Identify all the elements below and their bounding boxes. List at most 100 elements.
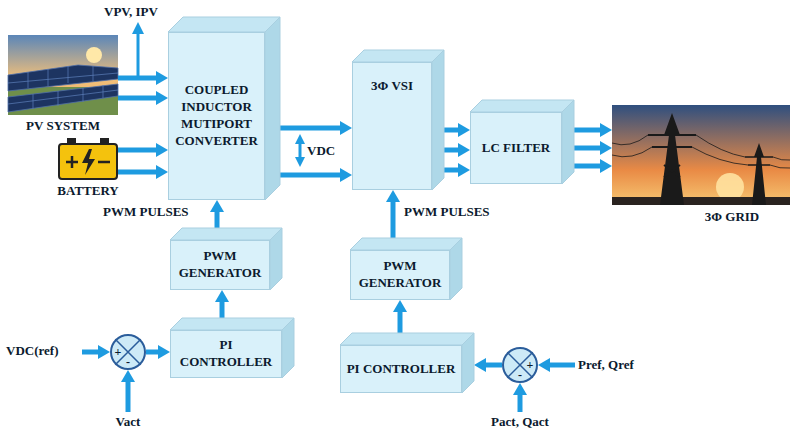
arrow-shaft — [118, 76, 157, 81]
caption-holder: BATTERY — [57, 183, 118, 200]
arrow-shaft — [398, 311, 403, 333]
picture-node: PV SYSTEM — [8, 35, 118, 115]
box-label: 3Φ VSI — [371, 78, 413, 95]
arrow-shaft — [118, 96, 157, 101]
battery-picture — [59, 138, 117, 179]
flow-arrow — [444, 163, 470, 177]
flow-arrow — [574, 159, 612, 173]
arrow-head — [156, 91, 168, 105]
measure-arrowhead — [132, 22, 144, 34]
arrow-shaft — [574, 128, 601, 133]
picture-node: 3Φ GRID — [612, 105, 790, 205]
feedback-arrowhead — [513, 383, 527, 395]
arrow-shaft — [280, 126, 341, 131]
process-box: PWM GENERATOR — [350, 238, 462, 300]
arrow-shaft — [146, 350, 159, 355]
box-text-area: LC FILTER — [470, 112, 562, 184]
arrow-head — [600, 159, 612, 173]
box-top-face — [168, 17, 280, 32]
pylon-arms — [648, 135, 696, 177]
arrow-head — [600, 123, 612, 137]
arrow-head — [210, 200, 224, 212]
signal-label: Pact, Qact — [491, 414, 549, 430]
flow-arrow — [386, 190, 400, 238]
flow-arrow — [118, 71, 168, 85]
arrow-head — [386, 190, 400, 202]
picture-node: BATTERY — [58, 138, 118, 180]
summing-junction: +- — [110, 334, 146, 370]
arrow-head — [158, 345, 170, 359]
box-text-area: PWM GENERATOR — [170, 240, 270, 290]
sign-symbol: + — [115, 346, 122, 358]
summing-circle — [503, 348, 537, 382]
signal-label: PWM PULSES — [404, 204, 490, 220]
arrow-head — [156, 143, 168, 157]
signal-label: Vact — [116, 414, 141, 430]
feedback-arrow — [126, 381, 131, 412]
box-side-face — [265, 17, 280, 200]
flow-arrow — [444, 143, 470, 157]
flow-arrow — [215, 290, 229, 318]
panel-grid — [8, 66, 118, 109]
box-text-area: PWM GENERATOR — [350, 250, 450, 300]
feedback-arrow — [518, 394, 523, 412]
box-label: PI CONTROLLER — [347, 361, 456, 378]
process-box: PWM GENERATOR — [170, 228, 282, 290]
signal-label: VPV, IPV — [104, 4, 158, 20]
flow-arrow — [118, 165, 168, 179]
flow-arrow — [393, 300, 407, 333]
box-front-face — [169, 33, 265, 200]
flow-arrow — [118, 91, 168, 105]
sign-symbol: - — [126, 356, 130, 368]
sign-symbol: + — [527, 359, 534, 371]
process-box: COUPLED INDUCTOR MUTIPORT CONVERTER — [168, 17, 280, 200]
box-label: PWM GENERATOR — [176, 248, 264, 282]
arrow-head — [215, 290, 229, 302]
box-text-area: 3Φ VSI — [352, 62, 432, 190]
vdc-arrowhead — [295, 134, 305, 144]
arrow-shaft — [444, 148, 459, 153]
caption-holder: PV SYSTEM — [26, 118, 100, 135]
flow-arrow — [210, 200, 224, 228]
sky — [8, 35, 118, 115]
sunset-sky — [612, 105, 790, 205]
sun — [86, 47, 102, 63]
picture-caption: PV SYSTEM — [26, 118, 100, 135]
box-label: PI CONTROLLER — [176, 337, 276, 371]
box-side-face — [282, 318, 294, 378]
reference-arrowhead — [98, 345, 110, 359]
box-label: LC FILTER — [482, 140, 551, 157]
arrow-shaft — [574, 146, 601, 151]
box-front-face — [171, 331, 282, 378]
box-text-area: COUPLED INDUCTOR MUTIPORT CONVERTER — [168, 32, 265, 200]
caption-holder: 3Φ GRID — [705, 209, 759, 226]
box-label: COUPLED INDUCTOR MUTIPORT CONVERTER — [174, 82, 259, 150]
arrow-shaft — [220, 301, 225, 318]
signal-label: PWM PULSES — [103, 204, 189, 220]
reference-arrow — [82, 350, 99, 355]
flow-arrow — [280, 121, 352, 135]
arrow-shaft — [444, 168, 459, 173]
arrow-shaft — [118, 170, 157, 175]
box-front-face — [171, 241, 270, 290]
signal-label: VDC(ref) — [6, 343, 58, 359]
box-front-face — [471, 113, 562, 184]
vdc-arrow — [299, 143, 302, 158]
box-side-face — [462, 333, 474, 393]
box-side-face — [270, 228, 282, 290]
box-top-face — [170, 228, 282, 240]
arrow-head — [156, 71, 168, 85]
arrow-head — [340, 121, 352, 135]
summing-circle — [111, 335, 145, 369]
arrow-head — [458, 163, 470, 177]
box-text-area: PI CONTROLLER — [170, 330, 282, 378]
picture-caption: 3Φ GRID — [705, 209, 759, 226]
battery-body — [59, 144, 117, 179]
box-top-face — [352, 50, 444, 62]
sign-symbol: - — [518, 369, 522, 381]
box-top-face — [470, 100, 574, 112]
power-lines — [612, 135, 790, 168]
reference-arrow — [549, 363, 575, 368]
pylon — [660, 113, 684, 205]
